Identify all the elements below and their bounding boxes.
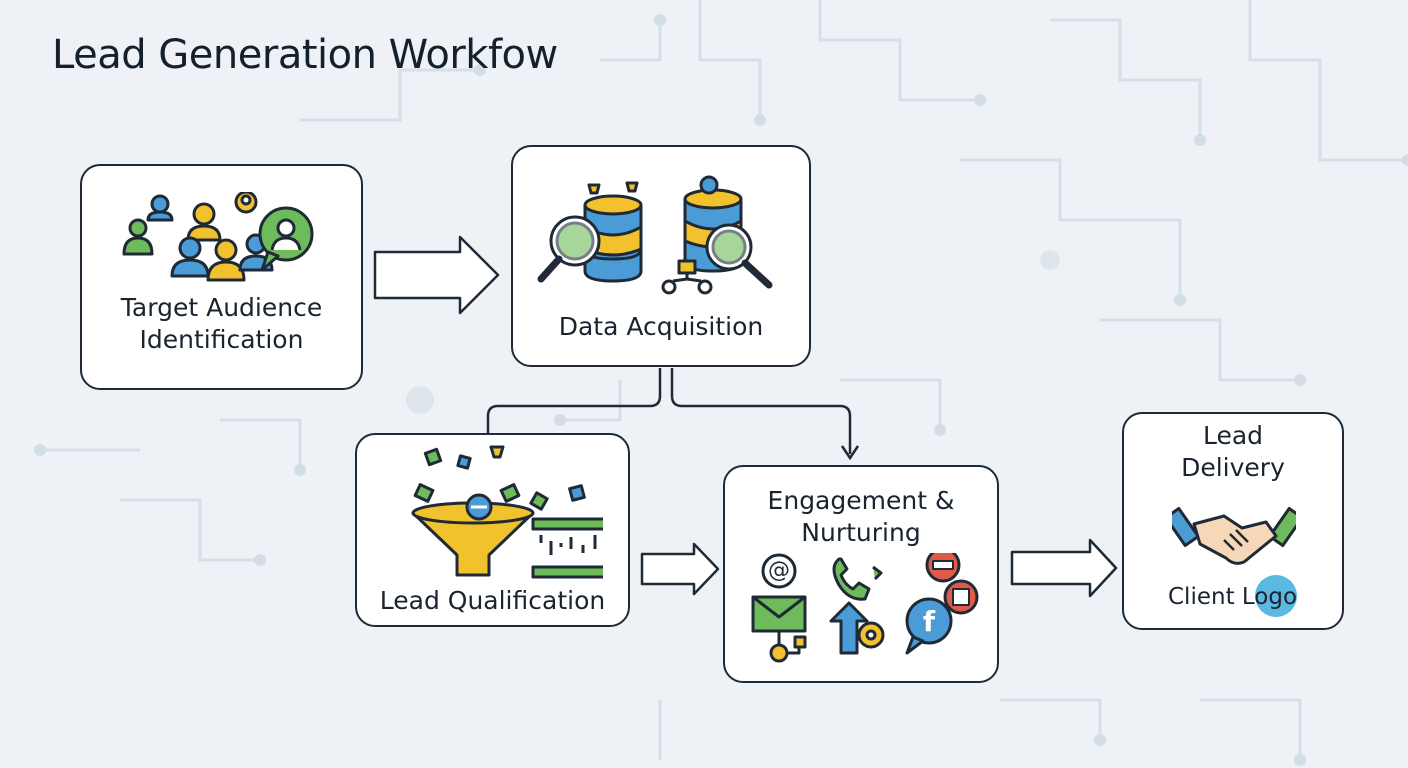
client-logo-circle [1255, 575, 1297, 617]
step-engagement-label-line1: Engagement & [767, 486, 955, 515]
step-engagement-label-line2: Nurturing [801, 518, 921, 547]
step-lead-qualification-label: Lead Qualification [379, 586, 606, 615]
database-search-icon [537, 175, 773, 295]
handshake-icon [1172, 506, 1296, 565]
step-target-audience-card: Target Audience Identification [80, 164, 363, 390]
facebook-f-glyph: f [923, 605, 936, 638]
step-target-audience-label-line2: Identification [139, 325, 304, 354]
step-target-audience-label-line1: Target Audience [120, 293, 323, 322]
step-data-acquisition-label: Data Acquisition [558, 312, 764, 341]
step-engagement-nurturing-card: Engagement & Nurturing [723, 465, 999, 683]
funnel-filter-icon [411, 445, 603, 579]
email-icon [751, 553, 807, 663]
step-delivery-label-line1: Lead [1202, 421, 1264, 450]
people-group-icon [122, 192, 314, 282]
step-lead-qualification-card: Lead Qualification [355, 433, 630, 627]
channels-icon-group: @ f [751, 553, 979, 663]
client-logo-label: Client Logo [1168, 584, 1298, 610]
step-data-acquisition-card: Data Acquisition [511, 145, 811, 367]
step-lead-delivery-card: Lead Delivery Client Logo [1122, 412, 1344, 630]
email-at-glyph: @ [768, 558, 790, 583]
step-delivery-label-line2: Delivery [1181, 453, 1285, 482]
page-title: Lead Generation Workfow [52, 32, 558, 78]
facebook-icon [905, 597, 953, 655]
